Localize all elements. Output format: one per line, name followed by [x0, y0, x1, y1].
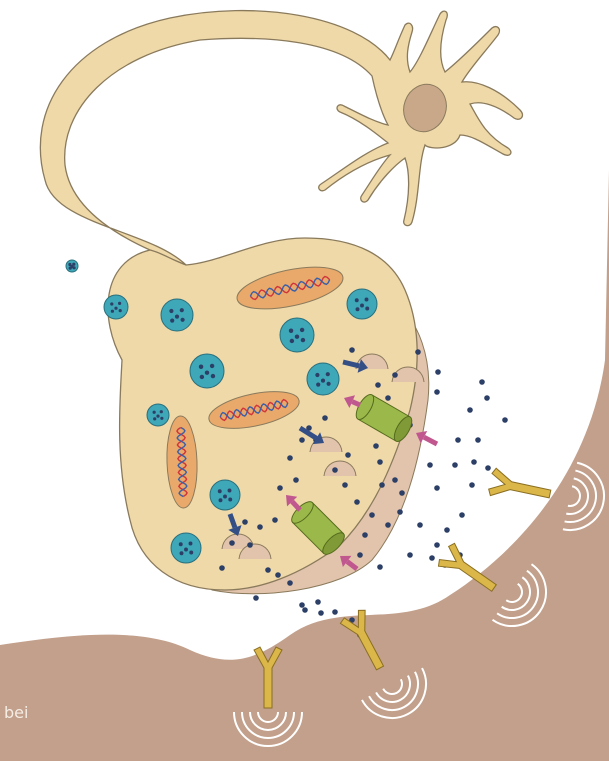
neurotransmitter-dot — [322, 415, 328, 421]
neurotransmitter-dot — [502, 417, 508, 423]
neurotransmitter-dot — [345, 452, 351, 458]
neurotransmitter-dot — [392, 372, 398, 378]
neurotransmitter-dot — [293, 477, 299, 483]
synaptic-vesicle — [347, 289, 377, 319]
reuptake-arrow — [424, 437, 437, 444]
neurotransmitter-dot — [385, 395, 391, 401]
neuron-cell-body — [40, 11, 522, 265]
neurotransmitter-dot — [434, 485, 440, 491]
synaptic-vesicle — [161, 299, 193, 331]
neurotransmitter-dot — [257, 524, 263, 530]
neurotransmitter-dot — [287, 580, 293, 586]
neurotransmitter-dot — [277, 485, 283, 491]
neurotransmitter-dot — [407, 552, 413, 558]
neurotransmitter-dot — [455, 437, 461, 443]
neurotransmitter-dot — [385, 522, 391, 528]
neurotransmitter-dot — [242, 519, 248, 525]
neurotransmitter-dot — [349, 347, 355, 353]
synaptic-vesicle — [171, 533, 201, 563]
neurotransmitter-dot — [318, 610, 324, 616]
credit-label: bei — [4, 703, 28, 722]
neurotransmitter-dot — [275, 572, 281, 578]
neurotransmitter-dot — [471, 459, 477, 465]
neurotransmitter-dot — [417, 522, 423, 528]
neurotransmitter-dot — [332, 609, 338, 615]
neurotransmitter-dot — [434, 542, 440, 548]
synaptic-vesicle — [147, 404, 169, 426]
neurotransmitter-dot — [452, 462, 458, 468]
neurotransmitter-dot — [247, 542, 253, 548]
neurotransmitter-dot — [415, 349, 421, 355]
neurotransmitter-dot — [369, 512, 375, 518]
neurotransmitter-dot — [397, 509, 403, 515]
synaptic-vesicle — [280, 318, 314, 352]
synaptic-vesicle — [66, 260, 78, 272]
neurotransmitter-dot — [362, 532, 368, 538]
neurotransmitter-dot — [357, 552, 363, 558]
neurotransmitter-dot — [392, 477, 398, 483]
neurotransmitter-dot — [459, 512, 465, 518]
neurotransmitter-dot — [435, 369, 441, 375]
neurotransmitter-dot — [485, 465, 491, 471]
neurotransmitter-dot — [354, 499, 360, 505]
neurotransmitter-dot — [265, 567, 271, 573]
neurotransmitter-dot — [427, 462, 433, 468]
neurotransmitter-dot — [434, 389, 440, 395]
neurotransmitter-dot — [373, 443, 379, 449]
synaptic-vesicle — [190, 354, 224, 388]
neurotransmitter-dot — [484, 395, 490, 401]
neurotransmitter-dot — [287, 455, 293, 461]
neurotransmitter-dot — [302, 607, 308, 613]
neurotransmitter-dot — [399, 490, 405, 496]
neurotransmitter-dot — [479, 379, 485, 385]
neurotransmitter-dot — [469, 482, 475, 488]
synaptic-vesicle — [104, 295, 128, 319]
neurotransmitter-dot — [475, 437, 481, 443]
neurotransmitter-dot — [229, 540, 235, 546]
neurotransmitter-dot — [332, 467, 338, 473]
neurotransmitter-dot — [375, 382, 381, 388]
reuptake-arrow — [352, 402, 360, 405]
synaptic-vesicle — [307, 363, 339, 395]
synaptic-vesicle — [210, 480, 240, 510]
neurotransmitter-dot — [219, 565, 225, 571]
neurotransmitter-dot — [299, 602, 305, 608]
neurotransmitter-dot — [377, 459, 383, 465]
neurotransmitter-dot — [377, 564, 383, 570]
neurotransmitter-dot — [253, 595, 259, 601]
neurotransmitter-dot — [467, 407, 473, 413]
neurotransmitter-dot — [444, 527, 450, 533]
neurotransmitter-dot — [272, 517, 278, 523]
neurotransmitter-dot — [315, 599, 321, 605]
neurotransmitter-dot — [299, 437, 305, 443]
neurotransmitter-dot — [379, 482, 385, 488]
neurotransmitter-dot — [429, 555, 435, 561]
neurotransmitter-dot — [342, 482, 348, 488]
